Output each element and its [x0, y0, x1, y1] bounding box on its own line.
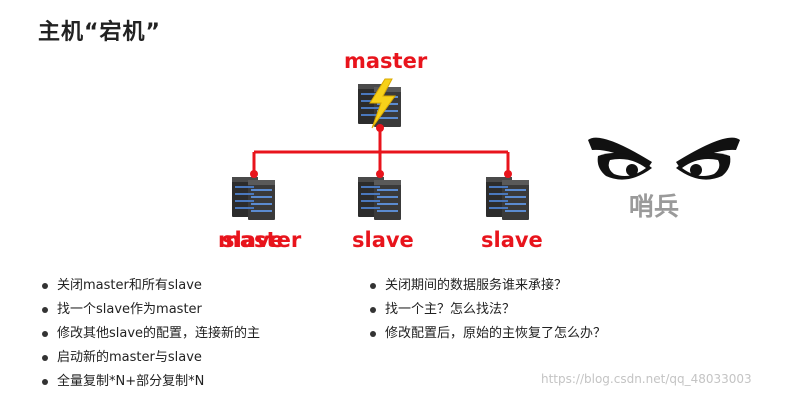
sentinel-label: 哨兵 [629, 192, 680, 221]
slave-server-icon-center [358, 177, 401, 220]
connection-lines [252, 128, 510, 174]
bullet-item: 修改配置后，原始的主恢复了怎么办？ [368, 322, 606, 346]
slave-server-icon-left [232, 177, 275, 220]
slave-label-right: slave [481, 228, 543, 252]
slave-label-center: slave [352, 228, 414, 252]
left-node-label-master: master [218, 228, 302, 252]
watermark-url: https://blog.csdn.net/qq_48033003 [541, 372, 752, 386]
bullet-item: 找一个主？怎么找法？ [368, 298, 606, 322]
lightning-icon [369, 78, 396, 129]
right-bullet-list: 关闭期间的数据服务谁来承接？ 找一个主？怎么找法？ 修改配置后，原始的主恢复了怎… [368, 274, 606, 346]
bullet-item: 修改其他slave的配置，连接新的主 [40, 322, 260, 346]
master-label: master [344, 49, 428, 73]
left-node-overlapping-labels: master slave [218, 228, 318, 256]
sentinel-eyes-icon [588, 137, 740, 180]
bullet-item: 全量复制*N+部分复制*N [40, 370, 260, 394]
left-bullet-list: 关闭master和所有slave 找一个slave作为master 修改其他sl… [40, 274, 260, 394]
connection-dots [250, 124, 512, 178]
slave-server-icon-right [486, 177, 529, 220]
page-title: 主机“宕机” [38, 20, 161, 45]
left-node-label-slave: slave [222, 228, 284, 252]
bullet-item: 关闭master和所有slave [40, 274, 260, 298]
bullet-item: 找一个slave作为master [40, 298, 260, 322]
bullet-item: 关闭期间的数据服务谁来承接？ [368, 274, 606, 298]
bullet-item: 启动新的master与slave [40, 346, 260, 370]
